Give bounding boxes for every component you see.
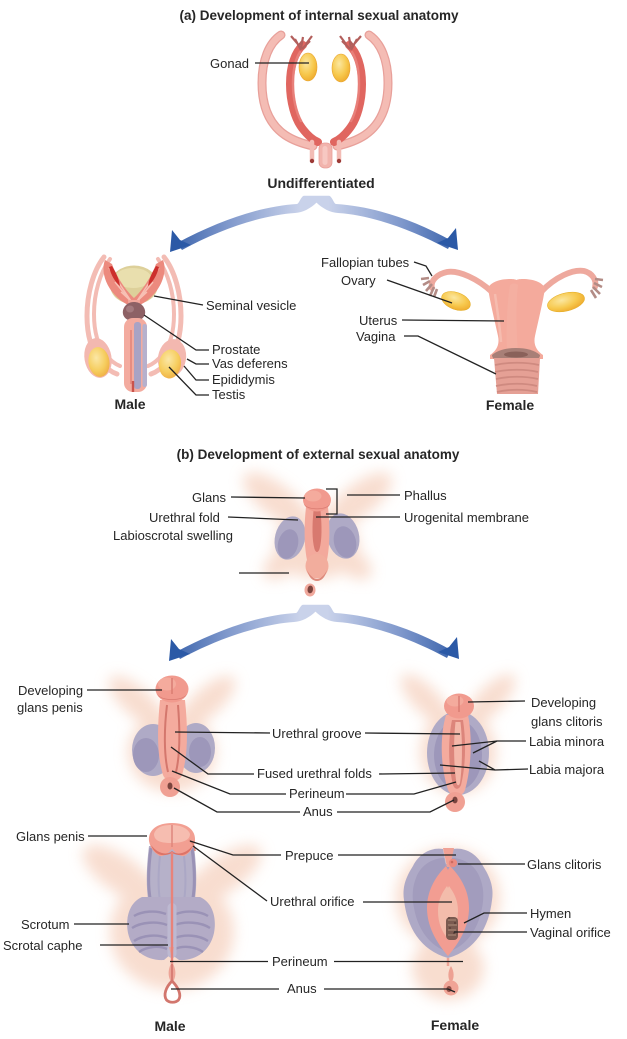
- svg-text:Seminal vesicle: Seminal vesicle: [206, 298, 296, 313]
- svg-text:Undifferentiated: Undifferentiated: [267, 175, 374, 191]
- svg-text:Phallus: Phallus: [404, 488, 447, 503]
- svg-text:Male: Male: [154, 1018, 185, 1034]
- svg-text:Vagina: Vagina: [356, 329, 396, 344]
- svg-text:Prostate: Prostate: [212, 342, 260, 357]
- svg-text:Ovary: Ovary: [341, 273, 376, 288]
- svg-text:Perineum: Perineum: [272, 954, 328, 969]
- svg-text:Scrotum: Scrotum: [21, 917, 69, 932]
- svg-text:Glans clitoris: Glans clitoris: [527, 857, 602, 872]
- svg-text:(b) Development of external se: (b) Development of external sexual anato…: [177, 447, 460, 462]
- svg-text:Perineum: Perineum: [289, 786, 345, 801]
- svg-text:Testis: Testis: [212, 387, 246, 402]
- svg-text:Prepuce: Prepuce: [285, 848, 333, 863]
- svg-text:Developing: Developing: [531, 695, 596, 710]
- svg-text:Gonad: Gonad: [210, 56, 249, 71]
- svg-text:Male: Male: [114, 396, 145, 412]
- svg-text:Vaginal orifice: Vaginal orifice: [530, 925, 611, 940]
- svg-text:Female: Female: [431, 1017, 479, 1033]
- svg-text:Anus: Anus: [303, 804, 333, 819]
- svg-text:Female: Female: [486, 397, 534, 413]
- svg-text:Urethral groove: Urethral groove: [272, 726, 362, 741]
- svg-text:Labioscrotal swelling: Labioscrotal swelling: [113, 528, 233, 543]
- svg-text:Epididymis: Epididymis: [212, 372, 275, 387]
- svg-text:Fallopian tubes: Fallopian tubes: [321, 255, 410, 270]
- svg-text:Labia minora: Labia minora: [529, 734, 605, 749]
- svg-text:Labia majora: Labia majora: [529, 762, 605, 777]
- svg-text:Vas deferens: Vas deferens: [212, 356, 288, 371]
- svg-text:Developing: Developing: [18, 683, 83, 698]
- svg-text:glans penis: glans penis: [17, 700, 83, 715]
- svg-text:Urethral fold: Urethral fold: [149, 510, 220, 525]
- svg-text:Fused urethral folds: Fused urethral folds: [257, 766, 372, 781]
- svg-text:Urogenital membrane: Urogenital membrane: [404, 510, 529, 525]
- svg-text:(a) Development of internal se: (a) Development of internal sexual anato…: [179, 8, 459, 23]
- svg-text:Urethral orifice: Urethral orifice: [270, 894, 355, 909]
- svg-text:Glans: Glans: [192, 490, 226, 505]
- svg-text:Anus: Anus: [287, 981, 317, 996]
- svg-text:Uterus: Uterus: [359, 313, 398, 328]
- svg-text:Glans penis: Glans penis: [16, 829, 85, 844]
- svg-text:glans clitoris: glans clitoris: [531, 714, 603, 729]
- svg-text:Scrotal caphe: Scrotal caphe: [3, 938, 83, 953]
- svg-text:Hymen: Hymen: [530, 906, 571, 921]
